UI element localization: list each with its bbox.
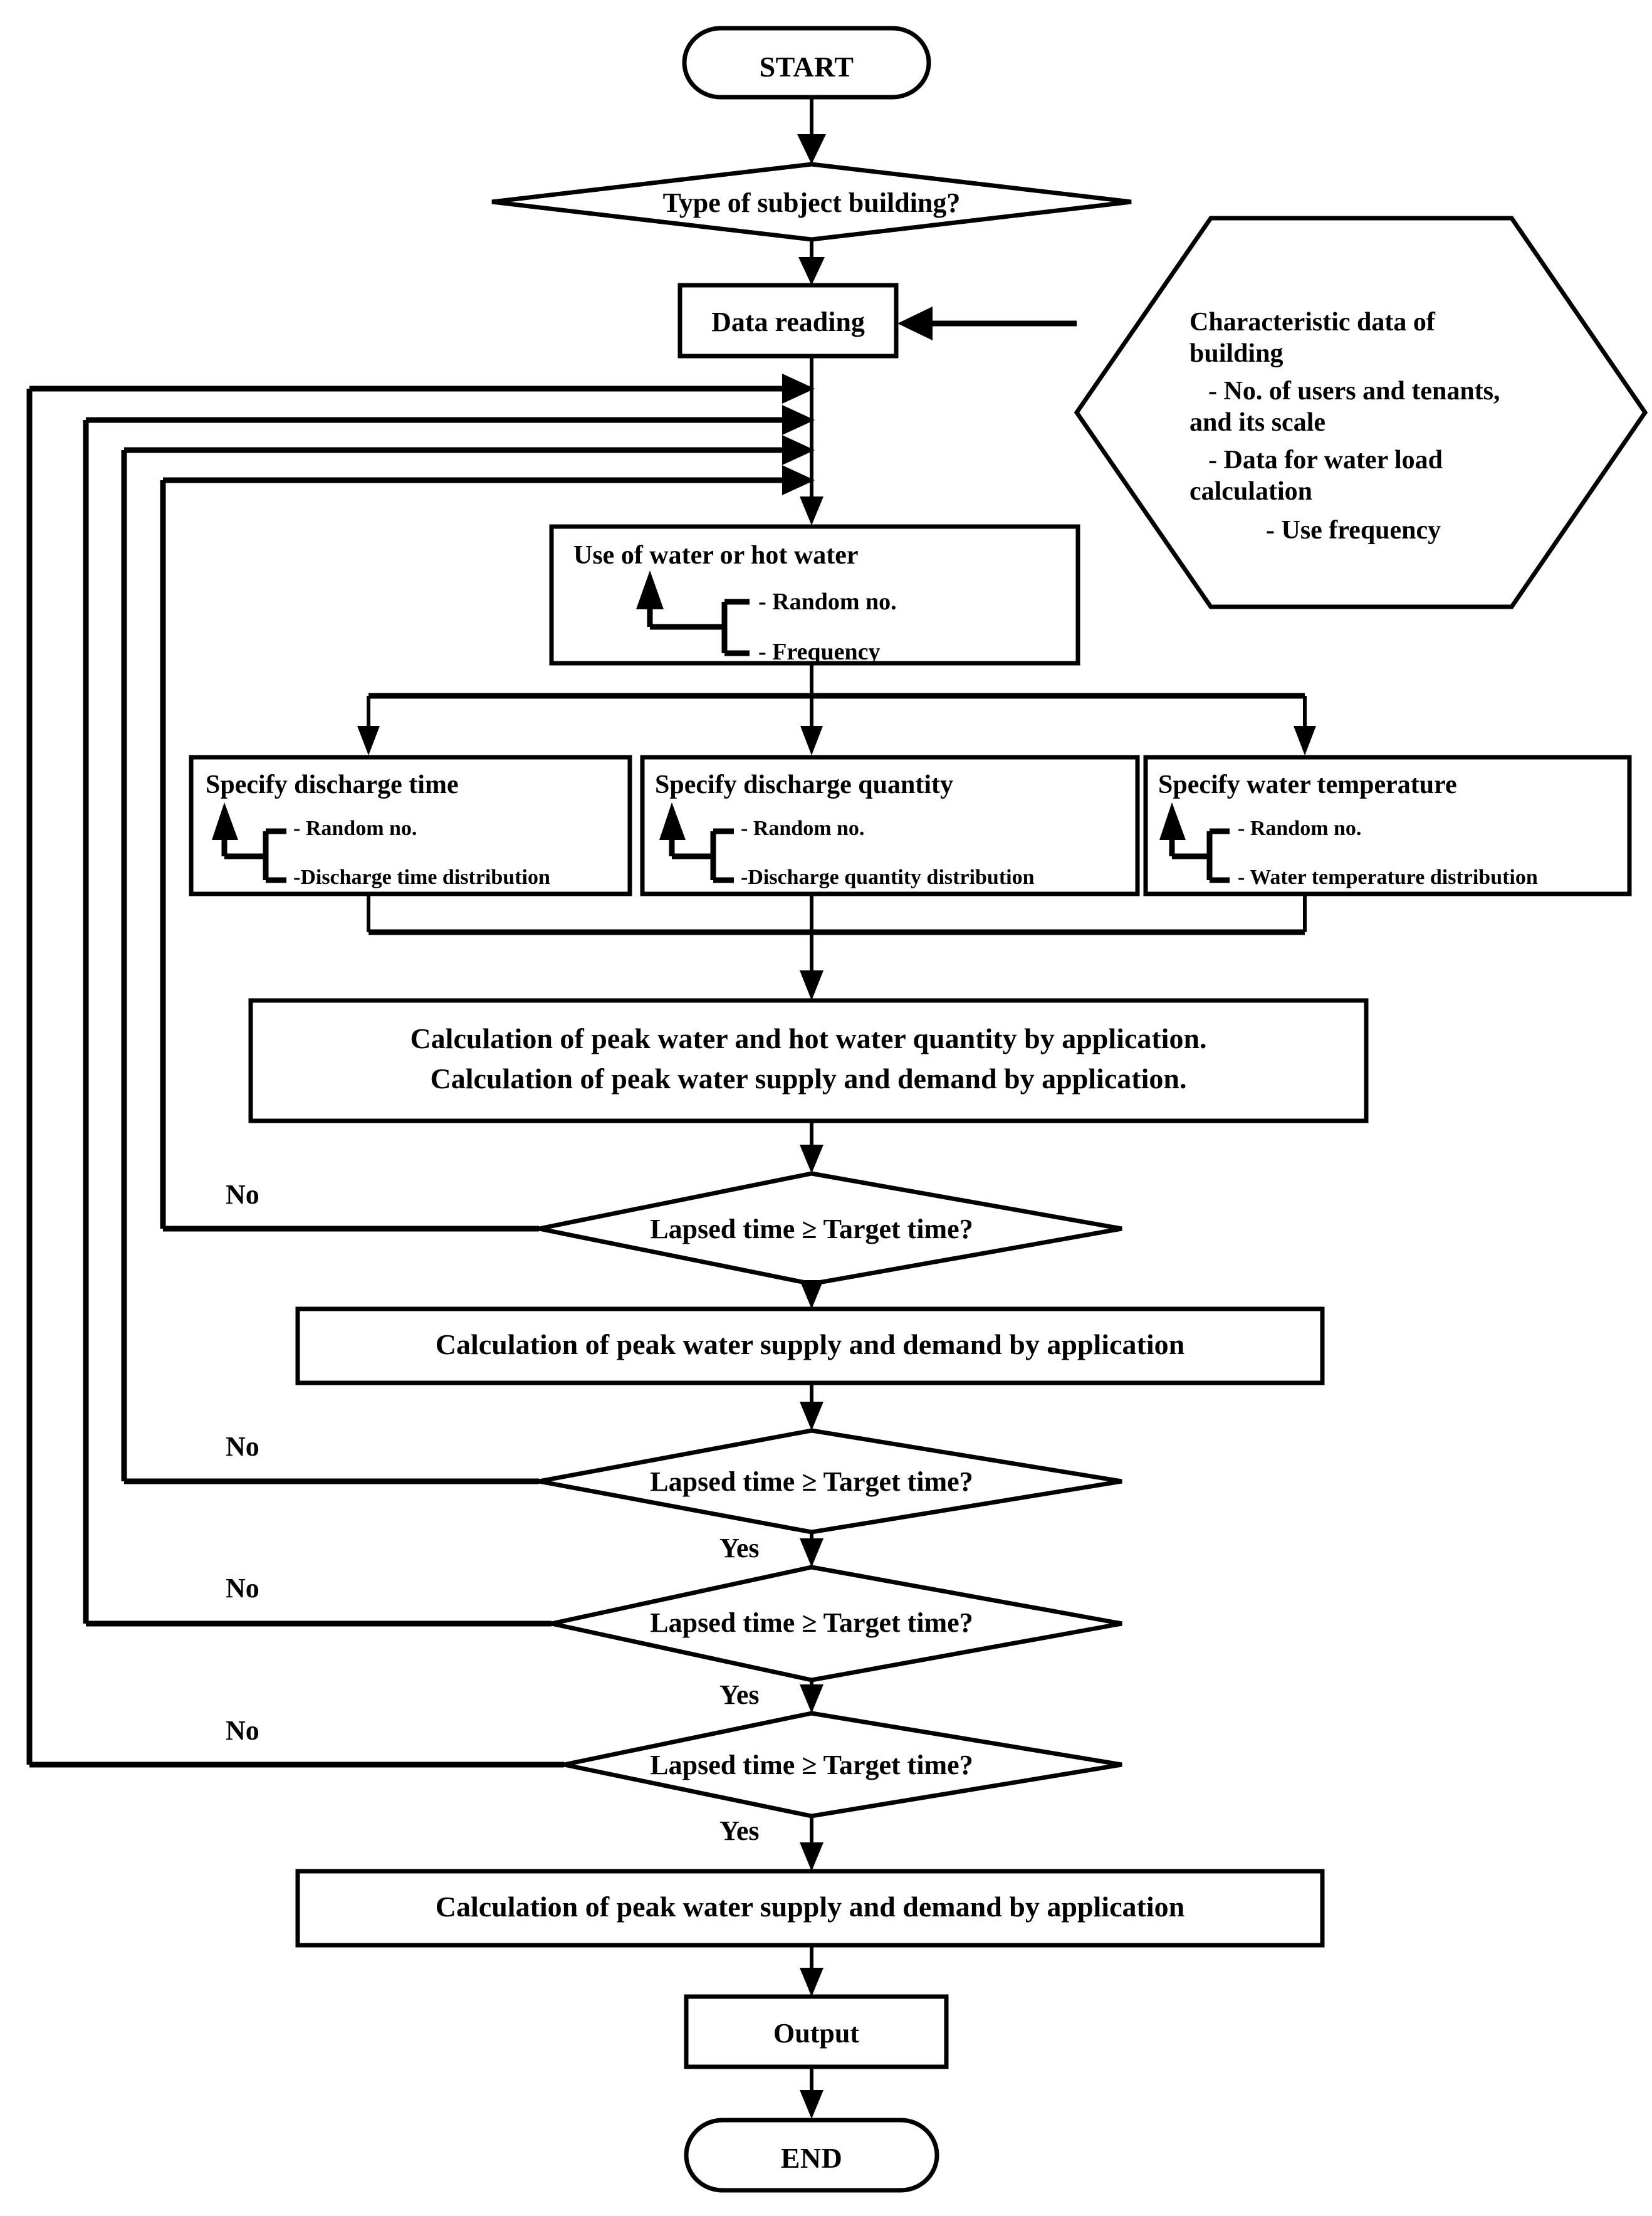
decision-4-yes-label: Yes	[719, 1815, 760, 1846]
arrow-merge-to-peakcalc	[800, 970, 823, 1000]
arrow-peakcalc-to-decision1	[800, 1145, 823, 1174]
peak-calc-big-line2: Calculation of peak water supply and dem…	[430, 1063, 1187, 1095]
end-label: END	[780, 2142, 843, 2174]
specify-discharge-time-sub-0: - Random no.	[293, 817, 417, 840]
characteristic-data-item-1: and its scale	[1189, 408, 1326, 437]
decision-4-label: Lapsed time ≥ Target time?	[650, 1750, 973, 1780]
specify-quantity-up-arrow-icon	[659, 802, 686, 840]
decision-1-no-label: No	[226, 1179, 259, 1210]
decision-2-no-label: No	[226, 1431, 259, 1462]
arrow-output-to-end	[800, 2090, 823, 2119]
data-reading-label: Data reading	[711, 307, 865, 337]
characteristic-data-item-4: - Use frequency	[1266, 516, 1441, 545]
use-water-up-arrow-icon	[636, 570, 664, 609]
characteristic-data-title-line1: Characteristic data of	[1189, 308, 1435, 337]
specify-discharge-quantity-title: Specify discharge quantity	[655, 770, 954, 799]
arrow-feedback-1	[782, 465, 815, 495]
arrow-to-specify-temperature	[1294, 726, 1316, 755]
arrow-peakcalc3-to-output	[800, 1968, 823, 1997]
specify-discharge-quantity-sub-0: - Random no.	[741, 817, 865, 840]
use-of-water-title: Use of water or hot water	[573, 541, 859, 570]
output-shape	[684, 1994, 949, 2069]
specify-water-temperature-sub-1: - Water temperature distribution	[1238, 866, 1538, 889]
specify-water-temperature-shape	[1143, 755, 1632, 896]
decision-3-yes-label: Yes	[719, 1679, 760, 1710]
decision-2-yes-label: Yes	[719, 1533, 760, 1563]
decision-1-label: Lapsed time ≥ Target time?	[650, 1214, 973, 1244]
characteristic-data-title-line2: building	[1189, 339, 1283, 368]
use-of-water-sub-1: - Frequency	[758, 639, 881, 665]
arrow-decision1-to-peakcalc2	[800, 1280, 823, 1309]
peak-calc-big-shape	[248, 998, 1369, 1123]
characteristic-data-item-2: - Data for water load	[1208, 446, 1443, 475]
arrow-feedback-4	[782, 374, 815, 404]
decision-2-label: Lapsed time ≥ Target time?	[650, 1466, 973, 1497]
arrow-to-specify-time	[357, 726, 380, 755]
peak-calc-2-shape	[295, 1306, 1325, 1385]
arrow-peakcalc2-to-decision2	[800, 1402, 823, 1431]
decision-4-no-label: No	[226, 1715, 259, 1746]
arrow-trunk-to-usewater	[800, 496, 823, 525]
peak-calc-3-shape	[295, 1869, 1325, 1948]
arrow-feedback-3	[782, 405, 815, 435]
arrow-type-to-datareading	[798, 257, 825, 285]
output-label: Output	[773, 2018, 859, 2049]
specify-discharge-time-sub-1: -Discharge time distribution	[293, 866, 550, 889]
type-decision-label: Type of subject building?	[662, 187, 961, 218]
use-of-water-sub-0: - Random no.	[758, 589, 897, 615]
arrow-decision3-to-decision4	[800, 1684, 823, 1713]
peak-calc-3-label: Calculation of peak water supply and dem…	[435, 1891, 1185, 1923]
arrow-start-to-type	[797, 134, 826, 164]
decision-3-label: Lapsed time ≥ Target time?	[650, 1607, 973, 1638]
end-terminator-shape	[684, 2118, 939, 2193]
use-of-water-shape	[549, 524, 1080, 666]
peak-calc-big-line1: Calculation of peak water and hot water …	[410, 1022, 1207, 1054]
specify-discharge-time-title: Specify discharge time	[206, 770, 459, 799]
start-terminator-shape	[682, 26, 931, 100]
characteristic-data-hexagon-shape	[1074, 216, 1648, 609]
start-label: START	[759, 51, 854, 83]
arrow-decision4-to-peakcalc3	[800, 1842, 823, 1871]
arrow-feedback-2	[782, 435, 815, 465]
arrow-hexagon-to-datareading	[897, 307, 933, 340]
specify-temperature-up-arrow-icon	[1159, 802, 1186, 840]
specify-water-temperature-sub-0: - Random no.	[1238, 817, 1362, 840]
arrow-to-specify-quantity	[800, 726, 823, 755]
characteristic-data-item-0: - No. of users and tenants,	[1208, 377, 1500, 406]
arrow-decision2-to-decision3	[800, 1538, 823, 1567]
data-reading-shape	[677, 283, 899, 359]
peak-calc-2-label: Calculation of peak water supply and dem…	[435, 1328, 1185, 1360]
decision-3-no-label: No	[226, 1573, 259, 1604]
specify-discharge-quantity-sub-1: -Discharge quantity distribution	[741, 866, 1035, 889]
specify-time-up-arrow-icon	[212, 802, 238, 840]
specify-water-temperature-title: Specify water temperature	[1158, 770, 1457, 799]
characteristic-data-item-3: calculation	[1189, 477, 1312, 506]
specify-discharge-quantity-shape	[640, 755, 1140, 896]
